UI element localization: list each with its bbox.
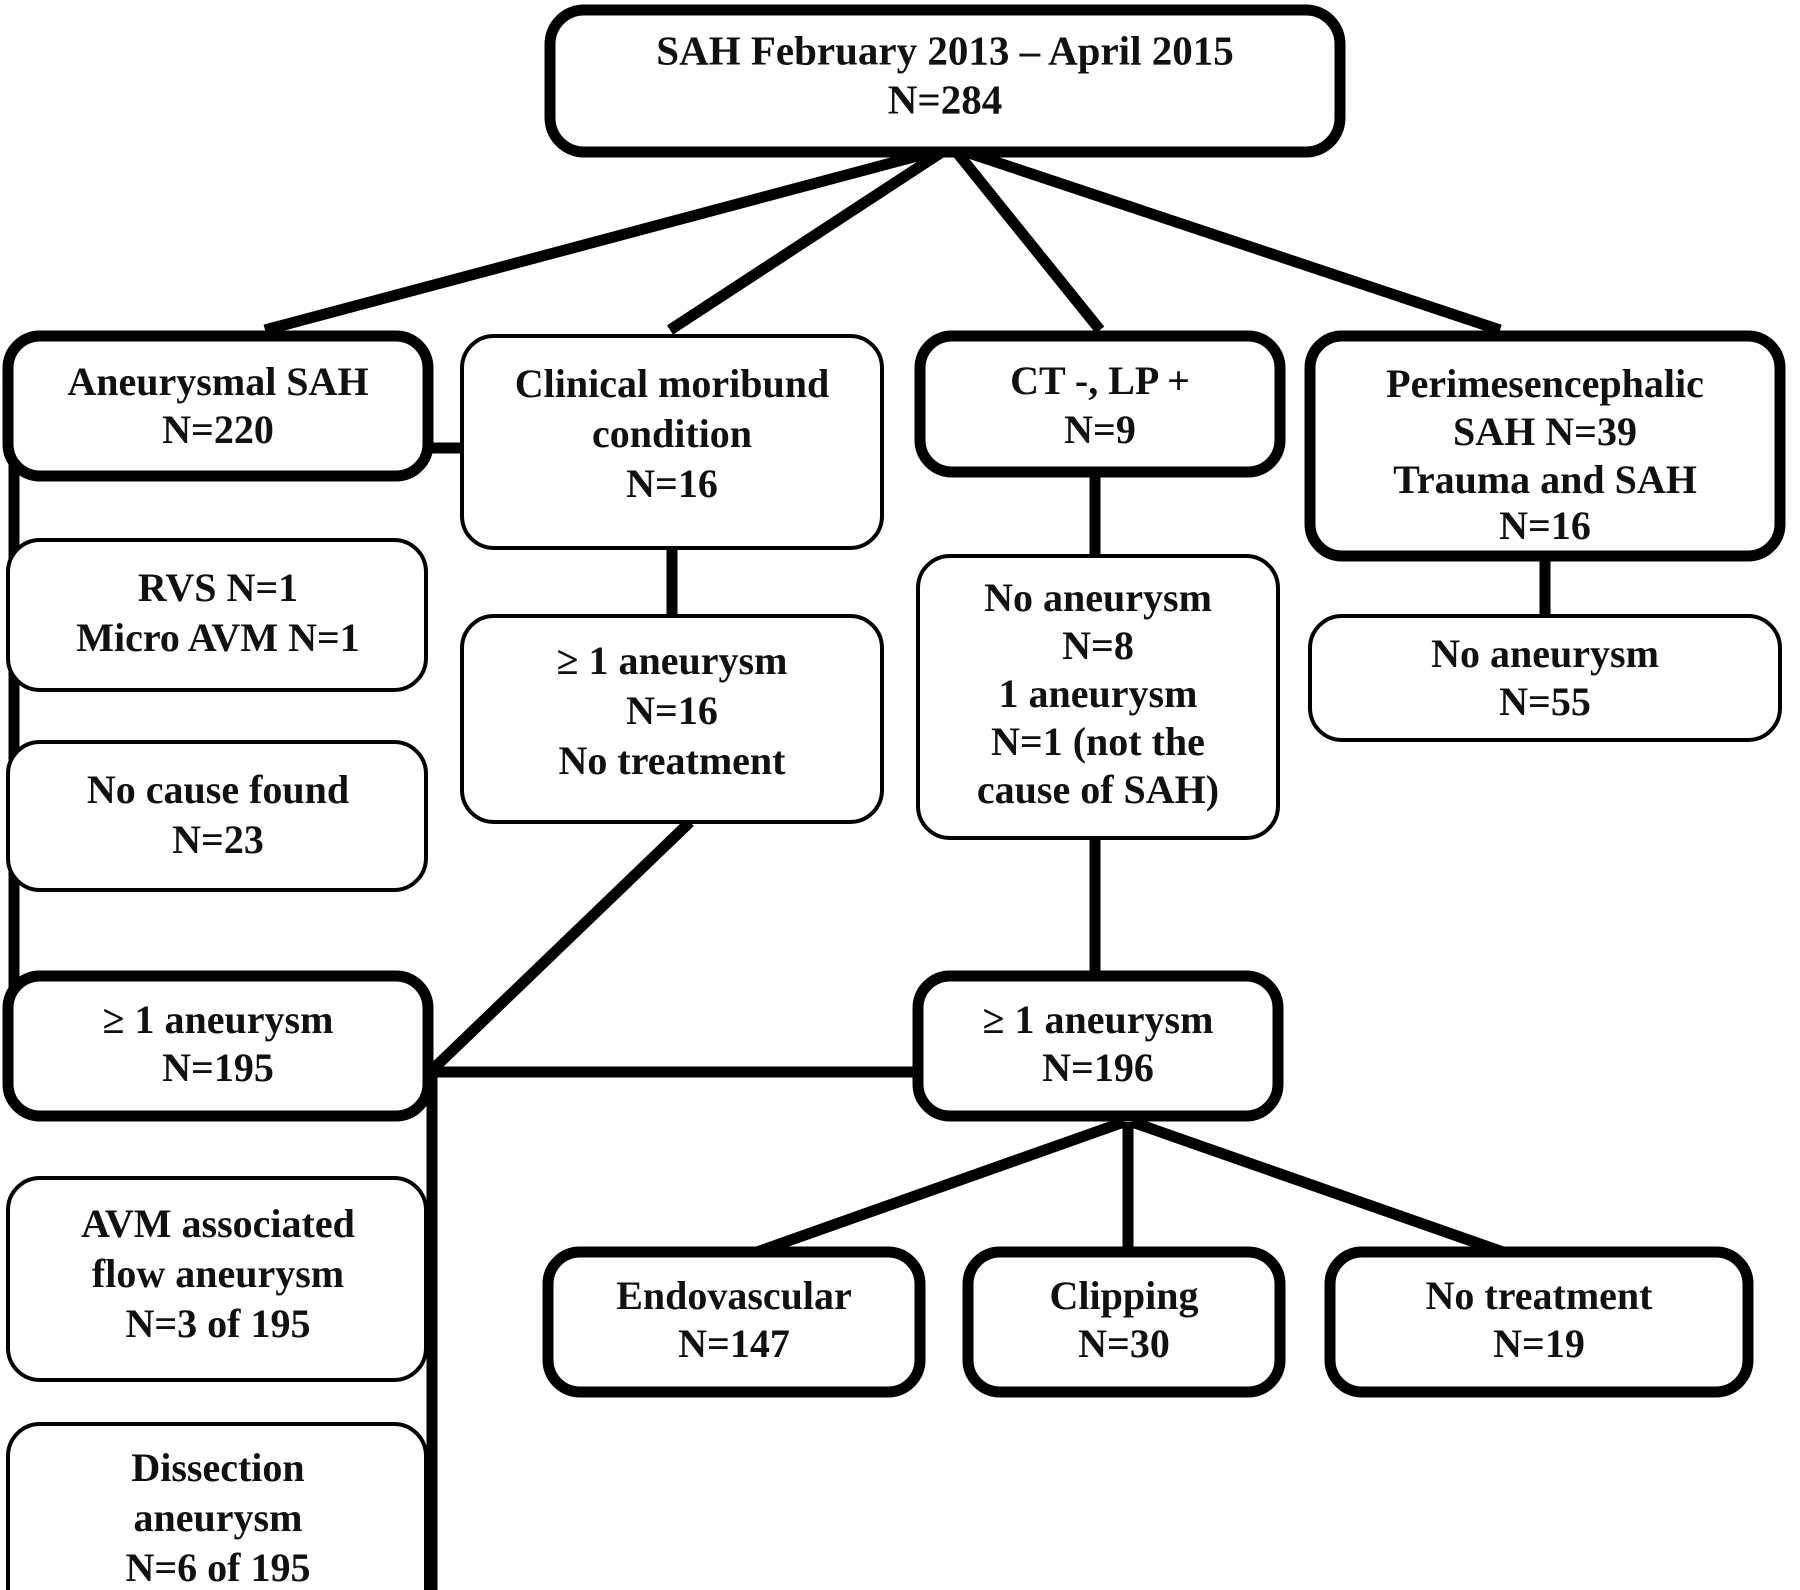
node-no-cause-found-line-1: No cause found: [87, 767, 349, 812]
node-aneurysm-195-line-1: ≥ 1 aneurysm: [103, 997, 334, 1042]
node-aneurysm-195: ≥ 1 aneurysm N=195: [2, 970, 434, 1122]
node-ct-lp-no-aneurysm-line-1: No aneurysm: [984, 575, 1212, 620]
node-rvs-micro-avm-line-1: RVS N=1: [138, 565, 298, 610]
edge-root-to-perimesencephalic: [958, 144, 1502, 336]
node-no-treatment-line-2: N=19: [1493, 1321, 1585, 1366]
node-ct-lp-no-aneurysm: No aneurysm N=8 1 aneurysm N=1 (not the …: [916, 554, 1280, 840]
node-perimeso-no-aneurysm-line-1: No aneurysm: [1431, 631, 1659, 676]
node-moribund-aneurysm: ≥ 1 aneurysm N=16 No treatment: [460, 614, 884, 824]
node-aneurysm-196-line-1: ≥ 1 aneurysm: [983, 997, 1214, 1042]
node-avm-flow-aneurysm: AVM associated flow aneurysm N=3 of 195: [6, 1176, 428, 1382]
node-clipping-line-2: N=30: [1078, 1321, 1170, 1366]
edge-root-to-aneurysmal-sah: [263, 144, 942, 336]
node-ct-lp-no-aneurysm-line-4: N=1 (not the: [991, 719, 1205, 764]
edge-root-to-ct-lp: [950, 146, 1105, 334]
node-root-line-2: N=284: [888, 76, 1002, 122]
node-moribund-aneurysm-line-2: N=16: [626, 688, 718, 733]
node-clinical-moribund-line-1: Clinical moribund: [515, 361, 830, 406]
node-aneurysm-195-rect: [2, 970, 434, 1122]
node-ct-lp-no-aneurysm-line-5: cause of SAH): [977, 767, 1219, 812]
node-dissection-aneurysm-line-3: N=6 of 195: [126, 1545, 311, 1590]
node-clinical-moribund: Clinical moribund condition N=16: [460, 334, 884, 550]
node-rvs-micro-avm: RVS N=1 Micro AVM N=1: [6, 538, 428, 692]
node-perimesencephalic-line-4: N=16: [1499, 503, 1591, 548]
edge-moribund-aneurysm-to-junction: [426, 818, 694, 1076]
node-avm-flow-aneurysm-rect: [6, 1176, 428, 1382]
node-perimesencephalic-rect: [1304, 330, 1786, 562]
node-endovascular-line-2: N=147: [678, 1321, 790, 1366]
node-no-cause-found-line-2: N=23: [172, 817, 264, 862]
node-no-cause-found-rect: [6, 740, 428, 892]
node-perimesencephalic-line-2: SAH N=39: [1453, 409, 1637, 454]
node-endovascular-line-1: Endovascular: [616, 1273, 852, 1318]
node-aneurysm-196: ≥ 1 aneurysm N=196: [912, 970, 1284, 1122]
node-avm-flow-aneurysm-line-2: flow aneurysm: [92, 1251, 344, 1296]
node-ct-lp-line-2: N=9: [1064, 407, 1136, 452]
edge-aneurysm-196-to-no-treatment: [1130, 1116, 1522, 1264]
node-perimeso-no-aneurysm-rect: [1308, 614, 1782, 742]
node-clinical-moribund-rect: [460, 334, 884, 550]
node-dissection-aneurysm-line-1: Dissection: [131, 1445, 304, 1490]
node-ct-lp-no-aneurysm-line-3: 1 aneurysm: [999, 671, 1198, 716]
node-dissection-aneurysm-rect: [6, 1422, 428, 1590]
edge-aneurysm-196-to-endovascular: [738, 1116, 1126, 1264]
node-ct-lp-line-1: CT -, LP +: [1010, 358, 1190, 403]
node-ct-lp: CT -, LP + N=9: [914, 330, 1286, 478]
node-perimesencephalic: Perimesencephalic SAH N=39 Trauma and SA…: [1304, 330, 1786, 562]
node-clipping: Clipping N=30: [962, 1246, 1286, 1398]
node-no-treatment-line-1: No treatment: [1426, 1273, 1654, 1318]
node-clinical-moribund-line-2: condition: [592, 411, 752, 456]
node-rvs-micro-avm-rect: [6, 538, 428, 692]
node-aneurysmal-sah-line-1: Aneurysmal SAH: [67, 359, 368, 404]
node-perimesencephalic-line-3: Trauma and SAH: [1393, 457, 1697, 502]
node-dissection-aneurysm-line-2: aneurysm: [134, 1495, 303, 1540]
node-ct-lp-rect: [914, 330, 1286, 478]
node-no-treatment: No treatment N=19: [1324, 1246, 1754, 1398]
node-endovascular-rect: [542, 1246, 926, 1398]
node-perimesencephalic-line-1: Perimesencephalic: [1386, 361, 1704, 406]
node-clipping-rect: [962, 1246, 1286, 1398]
node-aneurysmal-sah: Aneurysmal SAH N=220: [2, 330, 434, 482]
node-ct-lp-no-aneurysm-rect: [916, 554, 1280, 840]
node-root-rect: [544, 4, 1346, 158]
node-no-cause-found: No cause found N=23: [6, 740, 428, 892]
edge-root-to-clinical-moribund: [666, 145, 949, 335]
node-clipping-line-1: Clipping: [1050, 1273, 1199, 1318]
node-root: SAH February 2013 – April 2015 N=284: [544, 4, 1346, 158]
node-moribund-aneurysm-rect: [460, 614, 884, 824]
node-perimeso-no-aneurysm: No aneurysm N=55: [1308, 614, 1782, 742]
node-avm-flow-aneurysm-line-3: N=3 of 195: [126, 1301, 311, 1346]
node-clinical-moribund-line-3: N=16: [626, 461, 718, 506]
node-moribund-aneurysm-line-1: ≥ 1 aneurysm: [557, 638, 788, 683]
node-endovascular: Endovascular N=147: [542, 1246, 926, 1398]
node-aneurysmal-sah-line-2: N=220: [162, 407, 274, 452]
node-aneurysm-196-rect: [912, 970, 1284, 1122]
node-perimeso-no-aneurysm-line-2: N=55: [1499, 679, 1591, 724]
node-moribund-aneurysm-line-3: No treatment: [559, 738, 787, 783]
node-rvs-micro-avm-line-2: Micro AVM N=1: [76, 615, 360, 660]
node-avm-flow-aneurysm-line-1: AVM associated: [81, 1201, 355, 1246]
node-dissection-aneurysm: Dissection aneurysm N=6 of 195: [6, 1422, 428, 1590]
node-ct-lp-no-aneurysm-line-2: N=8: [1062, 623, 1134, 668]
node-aneurysm-196-line-2: N=196: [1042, 1045, 1154, 1090]
node-aneurysm-195-line-2: N=195: [162, 1045, 274, 1090]
node-aneurysmal-sah-rect: [2, 330, 434, 482]
node-no-treatment-rect: [1324, 1246, 1754, 1398]
node-root-line-1: SAH February 2013 – April 2015: [656, 27, 1233, 73]
